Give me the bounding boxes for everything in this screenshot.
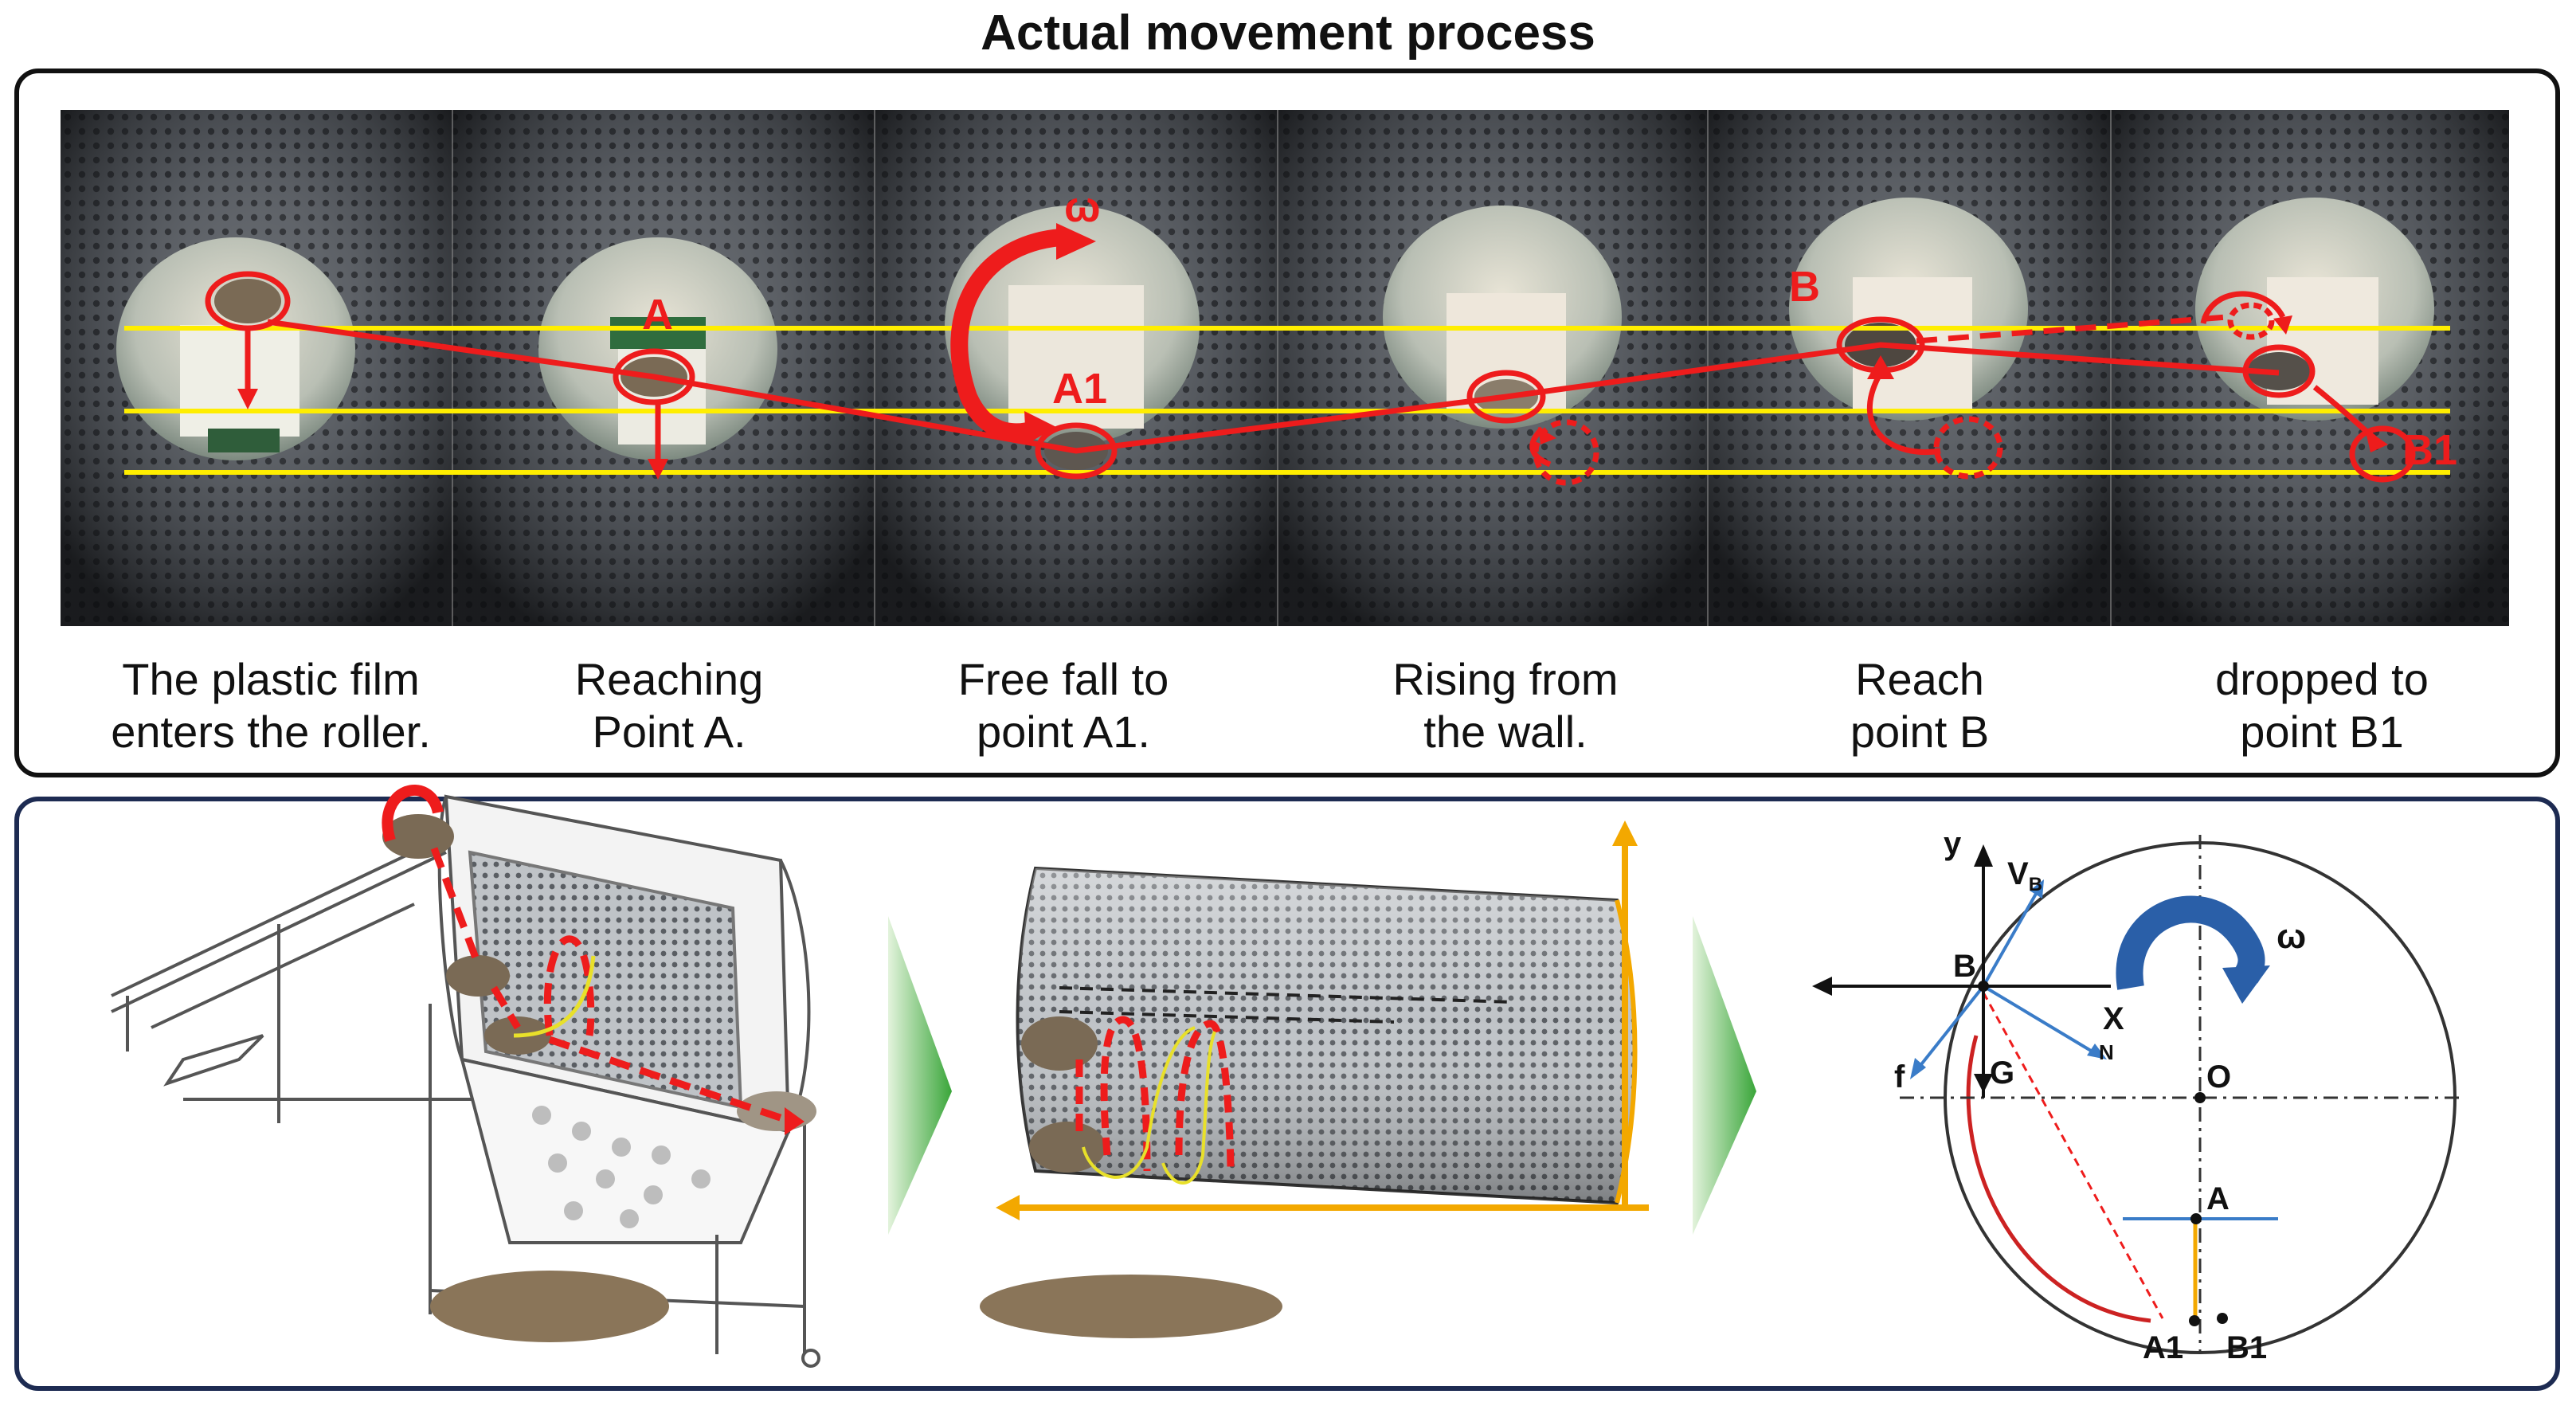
- photo-strip: ω A A1 B B1: [61, 110, 2509, 626]
- debris-pile: [980, 1275, 1282, 1338]
- force-diagram: [1812, 835, 2465, 1354]
- friction-label: f: [1894, 1059, 1905, 1095]
- point-a1-diagram-label: A1: [2143, 1330, 2183, 1365]
- chevron-arrow-2: [1693, 916, 1756, 1235]
- chevron-arrow-1: [888, 916, 952, 1235]
- gravity-label: G: [1990, 1055, 2014, 1091]
- red-trajectory: [205, 271, 2416, 486]
- velocity-label: VB: [2007, 856, 2042, 895]
- x-axis-label: X: [2103, 1001, 2124, 1036]
- film-pieces: [382, 814, 816, 1342]
- point-b-label: B: [1789, 263, 1820, 311]
- point-b-diagram-label: B: [1953, 949, 1976, 984]
- page-title: Actual movement process: [981, 6, 1595, 61]
- point-b1-label: B1: [2402, 426, 2457, 474]
- sorting-machine-drawing: [111, 794, 820, 1368]
- drum-cylinder: [1016, 866, 1638, 1205]
- point-a-diagram-label: A: [2206, 1181, 2230, 1216]
- photo-frame-4: [1278, 110, 1708, 626]
- omega-label: ω: [1064, 183, 1101, 231]
- center-o-label: O: [2206, 1059, 2231, 1095]
- normal-force-label: N: [2099, 1040, 2114, 1064]
- actual-movement-panel: [14, 69, 2560, 777]
- force-diagram-labels: y X VB B N f G O A A1 B1 ω: [1894, 826, 2306, 1365]
- omega-diagram-label: ω: [2277, 917, 2306, 956]
- y-axis-label: y: [1944, 826, 1962, 861]
- photo-frame-3: [875, 110, 1278, 626]
- photo-frame-5: [1708, 110, 2111, 626]
- point-a1-label: A1: [1052, 365, 1107, 413]
- point-a-label: A: [642, 291, 673, 339]
- photo-frame-1: [61, 110, 452, 626]
- photo-frame-2: [452, 110, 875, 626]
- mechanism-panel: [14, 797, 2560, 1391]
- point-b1-diagram-label: B1: [2226, 1330, 2267, 1365]
